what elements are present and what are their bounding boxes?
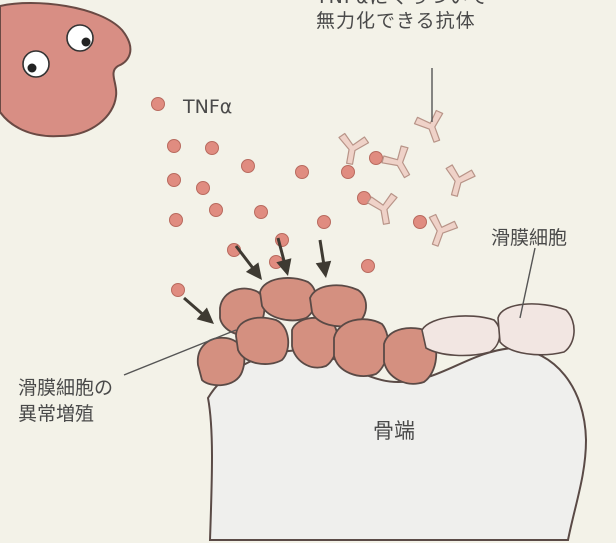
proliferation-label-line2: 異常増殖 bbox=[18, 401, 113, 427]
face-body bbox=[0, 3, 130, 136]
abnormal-synovial-cell bbox=[334, 319, 388, 376]
tnf-alpha-dot bbox=[414, 216, 427, 229]
antibody-label-line1: TNFαにくっついて bbox=[316, 0, 488, 10]
antibody-shape bbox=[380, 144, 420, 184]
proliferation-label: 滑膜細胞の 異常増殖 bbox=[18, 375, 113, 427]
tnf-alpha-dot bbox=[255, 206, 268, 219]
arrow-shaft bbox=[320, 240, 324, 264]
abnormal-synovial-cell bbox=[260, 278, 316, 320]
down-arrow-icon bbox=[184, 298, 214, 324]
arrow-head bbox=[316, 261, 332, 278]
arrow-head bbox=[246, 262, 262, 280]
antibody-shape bbox=[421, 213, 459, 251]
antibody-label: TNFαにくっついて 無力化できる抗体 bbox=[316, 0, 488, 34]
down-arrow-icon bbox=[236, 246, 262, 280]
tnf-alpha-dot bbox=[168, 140, 181, 153]
tnf-alpha-dot bbox=[197, 182, 210, 195]
tnf-alpha-dot bbox=[242, 160, 255, 173]
eye-left-icon bbox=[23, 51, 49, 77]
antibody-shape bbox=[367, 193, 402, 227]
antibody-shape bbox=[440, 164, 476, 200]
tnf-alpha-dot bbox=[342, 166, 355, 179]
tnf-alpha-dot bbox=[170, 214, 183, 227]
abnormal-synovial-cell bbox=[236, 318, 288, 364]
tnf-alpha-dot bbox=[168, 174, 181, 187]
immune-cell-face bbox=[0, 3, 130, 136]
pupil-right-icon bbox=[82, 38, 91, 47]
antibodies bbox=[335, 109, 477, 251]
bone-end-label: 骨端 bbox=[373, 418, 415, 444]
antibody-icon bbox=[421, 213, 459, 251]
synovial-cell-label: 滑膜細胞 bbox=[491, 227, 567, 251]
normal-synovial-cell bbox=[498, 304, 574, 355]
tnf-alpha-dot bbox=[152, 98, 165, 111]
tnf-alpha-dot bbox=[296, 166, 309, 179]
tnf-alpha-dot bbox=[172, 284, 185, 297]
pupil-left-icon bbox=[28, 64, 37, 73]
antibody-icon bbox=[440, 164, 476, 200]
antibody-icon bbox=[380, 144, 420, 184]
tnf-alpha-dot bbox=[206, 142, 219, 155]
tnf-alpha-label: TNFα bbox=[183, 96, 232, 120]
tnf-alpha-dot bbox=[210, 204, 223, 217]
tnf-alpha-dot bbox=[370, 152, 383, 165]
antibody-label-line2: 無力化できる抗体 bbox=[316, 10, 488, 34]
tnf-alpha-dot bbox=[362, 260, 375, 273]
proliferation-label-line1: 滑膜細胞の bbox=[18, 375, 113, 401]
antibody-shape bbox=[335, 133, 370, 167]
arrow-shaft bbox=[184, 298, 203, 315]
down-arrow-icon bbox=[316, 240, 332, 278]
arrow-shaft bbox=[236, 246, 253, 269]
eye-right-icon bbox=[67, 25, 93, 51]
antibody-icon bbox=[335, 133, 370, 167]
normal-synovial-cell bbox=[422, 316, 500, 356]
antibody-icon bbox=[367, 193, 402, 227]
tnf-alpha-dot bbox=[318, 216, 331, 229]
